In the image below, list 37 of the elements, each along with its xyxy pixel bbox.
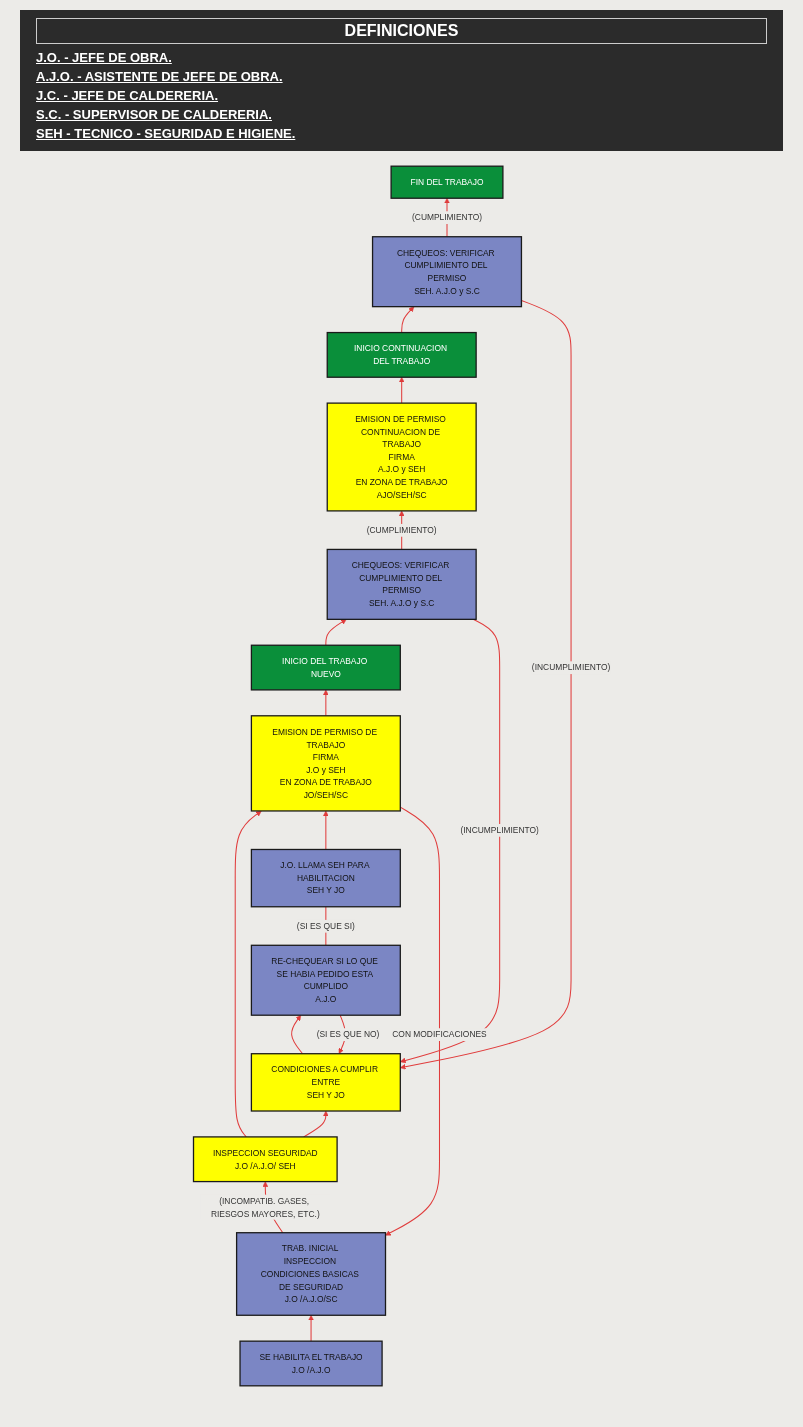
- node-box: INICIO DEL TRABAJO NUEVO: [250, 644, 401, 691]
- node-box: J.O. LLAMA SEH PARA HABILITACION SEH Y JO: [250, 848, 401, 908]
- arrow: [400, 306, 414, 334]
- node-box: CONDICIONES A CUMPLIR ENTRE SEH Y JO: [250, 1053, 401, 1112]
- arrow: [234, 810, 262, 1138]
- arrow: [384, 806, 440, 1236]
- definition-text: J.C. - JEFE DE CALDERERIA.: [36, 87, 220, 105]
- definition-text: A.J.O. - ASISTENTE DE JEFE DE OBRA.: [36, 68, 284, 86]
- edge-label: (INCUMPLIMIENTO): [460, 825, 539, 835]
- legend-heading: DEFINICIONES: [36, 18, 767, 44]
- arrow: [290, 1014, 303, 1055]
- node-box: INSPECCION SEGURIDAD J.O /A.J.O/ SEH: [192, 1136, 338, 1183]
- edge-label: (INCOMPATIB. GASES, RIESGOS MAYORES, ETC.): [210, 1195, 320, 1219]
- node-box: SE HABILITA EL TRABAJO J.O /A.J.O: [239, 1340, 383, 1387]
- node-box: EMISION DE PERMISO DE TRABAJO FIRMA J.O y SEH EN ZONA DE TRABAJO JO/SEH/SC: [250, 715, 401, 812]
- edge-label: (CUMPLIMIENTO): [366, 525, 437, 535]
- edge-label: (SI ES QUE SI): [296, 921, 355, 931]
- arrow: [322, 810, 329, 850]
- node-box: CHEQUEOS: VERIFICAR CUMPLIMIENTO DEL PERMISO SEH. A.J.O y S.C: [326, 548, 477, 620]
- node-box: INICIO CONTINUACION DEL TRABAJO: [326, 331, 477, 378]
- node-box: TRAB. INICIAL INSPECCION CONDICIONES BASICAS DE SEGURIDAD J.O /A.J.O/SC: [235, 1232, 386, 1316]
- node-box: EMISION DE PERMISO CONTINUACION DE TRABAJO FIRMA A.J.O y SEH EN ZONA DE TRABAJO AJO/SEH/SC: [326, 402, 477, 512]
- arrow: [307, 1315, 314, 1342]
- definition-text: SEH - TECNICO - SEGURIDAD E HIGIENE.: [36, 125, 297, 143]
- edge-label: (SI ES QUE NO): [316, 1029, 379, 1040]
- arrow: [399, 618, 500, 1064]
- edge-label: (CUMPLIMIENTO): [411, 212, 482, 223]
- arrow: [322, 689, 329, 717]
- node-box: FIN DEL TRABAJO: [390, 165, 504, 199]
- definition-text: J.O. - JEFE DE OBRA.: [36, 49, 173, 67]
- arrow: [398, 376, 405, 404]
- arrow: [324, 619, 347, 646]
- edge-label: (INCUMPLIMIENTO): [531, 662, 610, 673]
- node-box: RE-CHEQUEAR SI LO QUE SE HABIA PEDIDO ESTA CUMPLIDO A.J.O: [250, 944, 401, 1016]
- definition-text: S.C. - SUPERVISOR DE CALDERERIA.: [36, 106, 273, 124]
- edge-label: CON MODIFICACIONES: [391, 1029, 487, 1040]
- node-box: CHEQUEOS: VERIFICAR CUMPLIMIENTO DEL PERMISO SEH. A.J.O y S.C: [371, 236, 522, 308]
